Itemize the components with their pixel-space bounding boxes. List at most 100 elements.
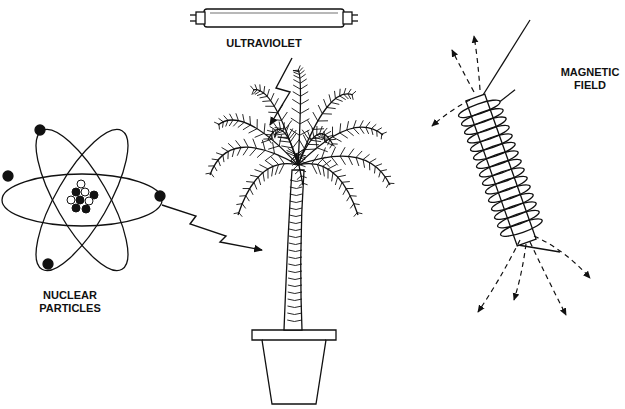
leaflet <box>211 173 214 177</box>
leaflet <box>268 146 279 149</box>
leaflet <box>271 93 274 101</box>
leaflet <box>270 126 276 130</box>
trunk-mark <box>289 243 302 245</box>
leaflet <box>331 102 339 104</box>
leaflet <box>347 121 349 130</box>
leaflet <box>250 189 253 195</box>
leaflet <box>350 195 356 197</box>
leaflet <box>334 91 336 99</box>
trunk-mark <box>288 257 302 259</box>
trunk-mark <box>289 250 302 252</box>
leaflet <box>259 165 268 169</box>
leaflet <box>278 154 285 163</box>
leaflet <box>369 159 376 163</box>
leaflet <box>257 150 265 157</box>
leaflet <box>342 181 350 183</box>
frond <box>298 94 353 165</box>
leaflet <box>253 139 257 149</box>
frond <box>253 90 298 165</box>
leaflet <box>327 169 328 179</box>
leaflet <box>246 181 254 183</box>
leaflet <box>363 160 365 168</box>
leaflet <box>381 170 387 171</box>
leaflet <box>249 116 251 125</box>
leaflet <box>339 182 342 189</box>
leaflet <box>267 130 273 132</box>
leaflet <box>331 147 335 157</box>
leaflet <box>311 140 321 141</box>
leaflet <box>322 147 326 158</box>
leaflet <box>257 119 258 129</box>
leaflet <box>255 84 257 89</box>
leaflet <box>282 112 288 120</box>
leaflet <box>278 105 283 113</box>
leaflet <box>339 123 341 133</box>
leaflet <box>293 72 299 74</box>
leaflet <box>331 157 338 166</box>
leaflet <box>379 171 381 177</box>
leaflet <box>340 156 345 165</box>
leaflet <box>243 147 248 155</box>
leaflet <box>206 173 211 175</box>
leaflet <box>348 156 352 165</box>
leaflet <box>308 144 319 145</box>
leaflet <box>340 133 348 138</box>
leaflet <box>360 120 364 127</box>
leaflet <box>375 164 382 167</box>
winding <box>499 216 544 240</box>
leaflet <box>223 155 224 162</box>
leaflet <box>312 154 319 163</box>
leaflet <box>356 151 362 158</box>
trunk-mark <box>287 320 302 322</box>
trunk-mark <box>287 306 302 308</box>
trunk-mark <box>287 313 302 315</box>
leaflet <box>265 134 271 135</box>
leaflet <box>288 129 293 138</box>
leaflet <box>322 113 332 114</box>
field-line <box>474 36 480 90</box>
leaflet <box>344 94 349 99</box>
frond <box>298 156 390 185</box>
leaflet <box>279 122 280 130</box>
leaflet <box>299 164 306 166</box>
leaflet <box>338 175 346 177</box>
leaflet <box>381 134 383 139</box>
leaflet <box>323 166 324 176</box>
leaflet <box>303 183 308 185</box>
frond <box>298 164 358 215</box>
leaflet <box>229 120 233 126</box>
leaflet <box>294 75 300 78</box>
leaflet <box>292 108 301 113</box>
leaflet <box>296 149 305 154</box>
leaflet <box>292 160 298 165</box>
palm-plant <box>206 65 395 404</box>
leaflet <box>371 124 376 128</box>
leaflet <box>260 96 268 98</box>
leaflet <box>348 89 351 94</box>
leaflet <box>271 135 273 140</box>
leaflet <box>250 86 253 90</box>
leaflet <box>386 183 389 188</box>
leaflet <box>249 129 258 133</box>
leaflet <box>273 132 275 138</box>
leaflet <box>324 135 325 142</box>
leaflet <box>219 124 220 129</box>
leaflet <box>246 196 250 201</box>
leaflet <box>296 148 305 155</box>
leaflet <box>350 204 354 209</box>
leaflet <box>312 164 317 174</box>
leaflet <box>303 135 308 145</box>
leaflet <box>360 127 364 133</box>
leaflet <box>262 100 270 102</box>
trunk-mark <box>288 292 302 294</box>
radiation-bolt <box>270 58 292 125</box>
leaflet <box>299 140 305 150</box>
leaflet <box>300 74 306 78</box>
leaflet <box>300 79 306 83</box>
leaflet <box>329 94 331 102</box>
leaflet <box>250 148 257 156</box>
leaflet <box>236 203 242 205</box>
leaflet <box>216 153 223 155</box>
leaflet <box>298 160 305 163</box>
